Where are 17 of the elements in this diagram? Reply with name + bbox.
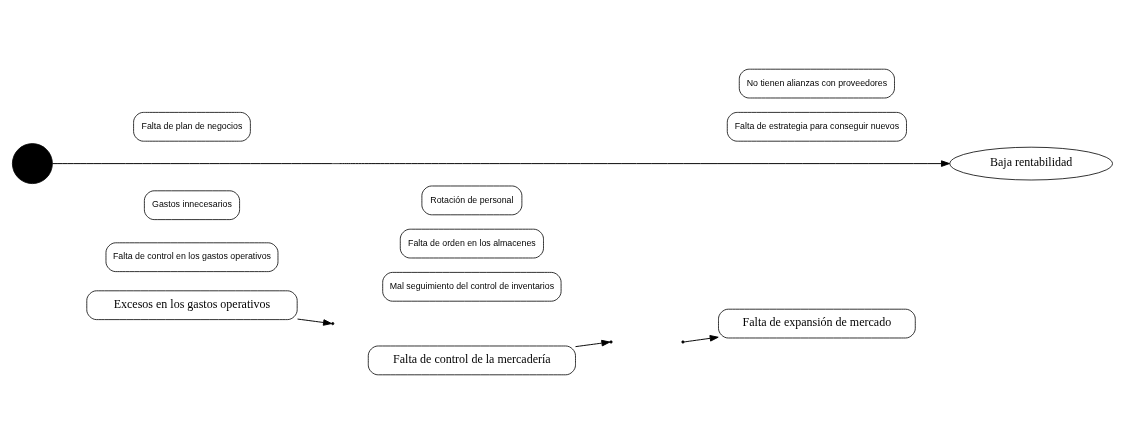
- node-box: Falta de orden en los almacenes: [399, 228, 544, 259]
- arrow: [297, 318, 333, 326]
- node-box: Mal seguimiento del control de inventarios: [382, 272, 562, 302]
- node-crescent: [12, 143, 53, 184]
- node-box: Gastos innecesarios: [144, 190, 240, 220]
- node-box: Excesos en los gastos operativos: [86, 290, 298, 320]
- node-box: Falta de plan de negocios: [133, 112, 251, 142]
- node-box: No tienen alianzas con proveedores: [738, 68, 895, 99]
- node-box: Falta de estrategia para conseguir nuevos: [726, 112, 907, 142]
- arrow: [51, 160, 950, 167]
- node-ellipse: Baja rentabilidad: [949, 146, 1113, 181]
- node-box: Falta de expansión de mercado: [718, 308, 916, 339]
- node-box: Falta de control en los gastos operativos: [105, 242, 279, 272]
- node-box: Rotación de personal: [421, 185, 523, 216]
- arrow: [575, 339, 611, 348]
- arrow: [683, 335, 719, 343]
- node-box: Falta de control de la mercadería: [367, 345, 576, 376]
